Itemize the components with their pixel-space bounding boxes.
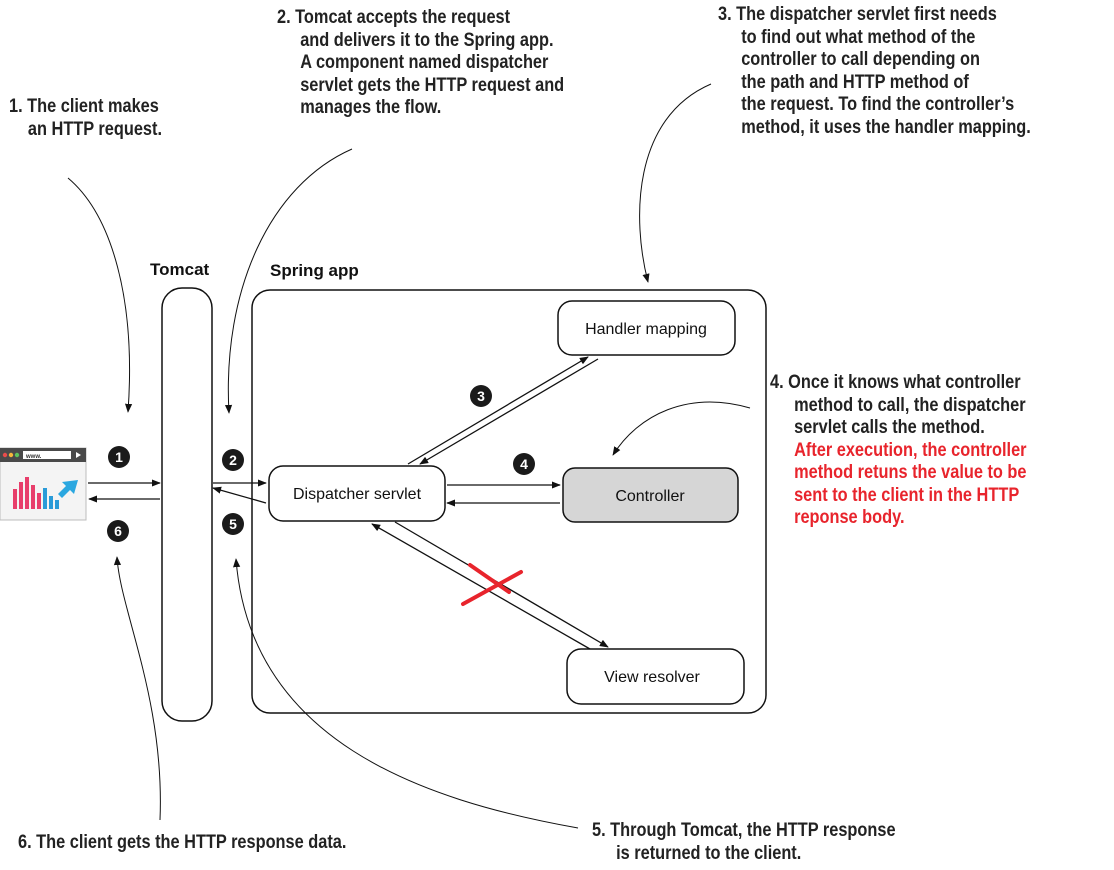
callout-arrow-5 <box>233 558 579 829</box>
note-line-highlight: reponse body. <box>794 507 905 528</box>
dispatcher-servlet-label: Dispatcher servlet <box>293 486 422 503</box>
view-resolver-box: View resolver <box>566 648 745 705</box>
note-line: 2. Tomcat accepts the request <box>277 7 511 28</box>
arrow-handler-to-dispatcher <box>419 358 599 465</box>
note-step-5: 5. Through Tomcat, the HTTP response is … <box>592 820 896 865</box>
callout-arrow-3 <box>639 83 712 283</box>
note-line: the request. To find the controller’s <box>741 94 1015 115</box>
note-line: servlet calls the method. <box>794 417 985 438</box>
note-line: and delivers it to the Spring app. <box>300 29 554 51</box>
note-line-highlight: After execution, the controller <box>794 439 1027 461</box>
cursor-icon <box>58 480 78 498</box>
note-line: 5. Through Tomcat, the HTTP response <box>592 820 896 841</box>
step-badge-number: 2 <box>229 452 237 468</box>
callout-arrow-2 <box>224 148 353 414</box>
callout-arrows <box>67 83 751 829</box>
note-line: A component named dispatcher <box>300 52 549 73</box>
callout-arrow-1 <box>67 177 133 413</box>
handler-mapping-label: Handler mapping <box>585 321 707 338</box>
note-line: servlet gets the HTTP request and <box>300 74 565 96</box>
client-browser-icon: www. <box>0 447 87 521</box>
note-line: 6. The client gets the HTTP response dat… <box>18 832 347 853</box>
note-line: 3. The dispatcher servlet first needs <box>718 4 997 25</box>
browser-url-text: www. <box>25 454 42 460</box>
red-cross-icon <box>461 563 523 606</box>
note-line: an HTTP request. <box>27 118 162 140</box>
note-step-6: 6. The client gets the HTTP response dat… <box>18 832 346 855</box>
step-badge-number: 4 <box>520 456 528 472</box>
note-line: to find out what method of the <box>741 26 976 48</box>
note-line: method, it uses the handler mapping. <box>741 116 1031 138</box>
step-badge: 1 <box>108 446 130 468</box>
step-badge: 5 <box>222 513 244 535</box>
arrow-view-to-dispatcher <box>371 523 591 650</box>
note-line: controller to call depending on <box>741 49 980 70</box>
controller-box: Controller <box>562 467 739 523</box>
note-line: 4. Once it knows what controller <box>770 372 1021 393</box>
bar-chart-icon <box>13 477 59 509</box>
spring-app-label: Spring app <box>270 261 359 280</box>
note-line: the path and HTTP method of <box>741 71 969 93</box>
note-step-4: 4. Once it knows what controller method … <box>770 372 1027 530</box>
note-step-1: 1. The client makes an HTTP request. <box>9 96 162 141</box>
spring-app-container <box>251 289 767 714</box>
step-badge: 4 <box>513 453 535 475</box>
note-line: method to call, the dispatcher <box>794 394 1026 416</box>
callout-arrow-6 <box>113 556 161 821</box>
step-badge-number: 1 <box>115 449 123 465</box>
note-step-3: 3. The dispatcher servlet first needs to… <box>718 4 1031 139</box>
tomcat-container <box>161 287 213 722</box>
handler-mapping-box: Handler mapping <box>557 300 736 356</box>
note-line-highlight: method retuns the value to be <box>794 462 1027 483</box>
step-badge-number: 3 <box>477 388 485 404</box>
note-step-2: 2. Tomcat accepts the request and delive… <box>277 7 564 120</box>
note-line: manages the flow. <box>300 97 442 118</box>
step-badge: 6 <box>107 520 129 542</box>
view-resolver-label: View resolver <box>604 669 700 686</box>
step-badge-number: 5 <box>229 516 237 532</box>
note-line: is returned to the client. <box>616 842 802 864</box>
dispatcher-servlet-box: Dispatcher servlet <box>268 465 446 522</box>
arrow-dispatcher-to-tomcat <box>212 486 267 504</box>
step-badge-number: 6 <box>114 523 122 539</box>
callout-arrow-4 <box>612 401 751 456</box>
step-badge: 2 <box>222 449 244 471</box>
note-line: 1. The client makes <box>9 96 159 117</box>
step-badge: 3 <box>470 385 492 407</box>
arrow-dispatcher-to-handler <box>407 356 589 465</box>
note-line-highlight: sent to the client in the HTTP <box>794 484 1020 506</box>
tomcat-label: Tomcat <box>150 260 210 279</box>
controller-label: Controller <box>615 488 685 505</box>
